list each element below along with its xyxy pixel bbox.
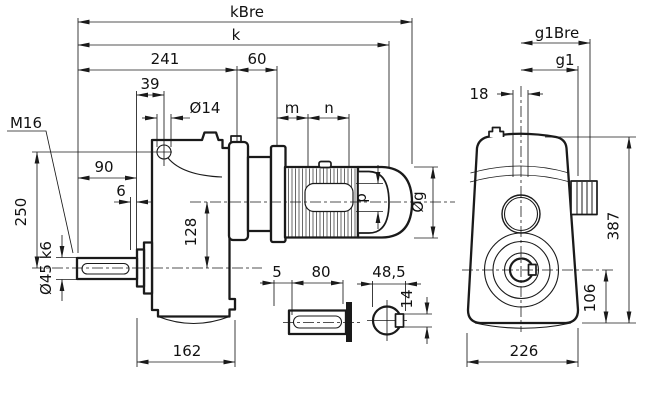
adapter-flange [227,140,250,242]
dim-60-label: 60 [247,50,266,68]
dim-90-label: 90 [94,158,113,176]
output-shaft [75,256,139,281]
front-top-lug [488,126,505,137]
dim-128-label: 128 [182,218,200,247]
dim-226-label: 226 [510,342,539,360]
dim-kbre-label: kBre [230,3,264,21]
dim-39-label: 39 [140,75,159,93]
shaft-end-flange [346,302,352,342]
motor-lifting-lug [318,160,332,169]
shaft-keyway [81,262,130,275]
front-fin-block [570,180,598,216]
dim-5-label: 5 [272,263,282,281]
dim-162-label: 162 [173,342,202,360]
dim-k-label: k [232,26,241,44]
adapter-bell [246,155,273,233]
bore-dimensions [357,281,432,344]
front-fin-lines [576,182,593,214]
dim-p-label: p [352,193,370,203]
side-view: kBre k 241 60 39 Ø14 M16 m n 90 6 128 25… [7,3,455,367]
housing-rib-line [167,157,223,178]
front-housing [466,132,580,325]
dim-14-label: 14 [398,289,416,308]
front-casting-arc-2 [469,174,571,183]
housing-bottom-arc [157,315,230,324]
front-view: g1Bre g1 18 387 106 226 [462,24,636,367]
front-dimension-lines [466,40,632,365]
shaft-keyway-detail: 5 80 [260,263,360,342]
gear-housing [150,131,237,318]
motor-flange [269,144,287,244]
dim-diag-label: Øg [409,191,427,212]
dim-80-label: 80 [311,263,330,281]
keyway-dimensions [260,280,344,315]
dim-250-label: 250 [12,198,30,227]
dim-241-label: 241 [151,50,180,68]
dim-18-label: 18 [469,85,488,103]
side-dimension-lines [7,19,436,365]
front-bottom-arc [474,322,572,329]
dim-387-label: 387 [605,212,623,241]
dim-n-label: n [324,99,334,117]
front-extension-lines [466,39,636,367]
dim-g1-label: g1 [555,51,574,69]
front-casting-arc-1 [470,165,570,174]
dim-6-label: 6 [116,182,126,200]
bore-section-detail: 48,5 14 [357,263,432,344]
dim-g1bre-label: g1Bre [535,24,579,42]
keyway-slot [292,315,343,329]
dim-dia45-label: Ø45 k6 [37,241,55,295]
dim-m-label: m [285,99,300,117]
motor-frame-window [304,182,354,213]
dim-dia14-label: Ø14 [190,99,221,117]
label-m16: M16 [10,114,42,132]
dim-106-label: 106 [581,284,599,313]
bore-keyway-notch [394,313,405,328]
dim-48-5-label: 48,5 [372,263,405,281]
